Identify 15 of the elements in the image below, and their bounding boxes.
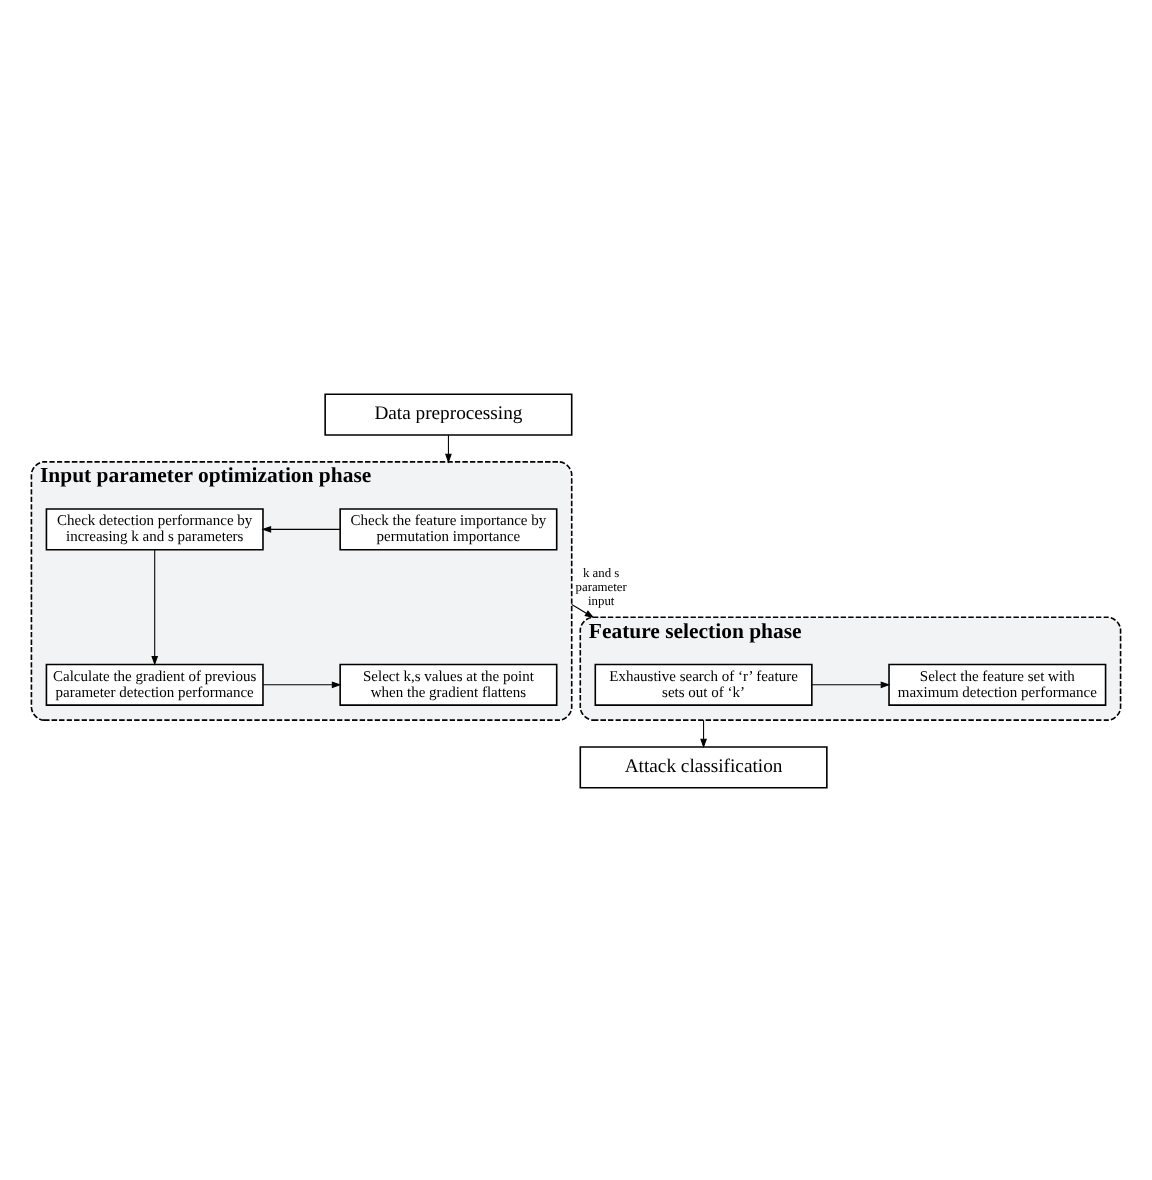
node-box: Data preprocessing [324, 392, 573, 435]
node-box: Calculate the gradient of previous parameter detection performance [45, 662, 264, 705]
node-box: Select k,s values at the point when the gradient flattens [339, 662, 558, 705]
arrow [571, 602, 595, 618]
arrow [700, 718, 707, 748]
node-box: Check detection performance by increasing k and s parameters [45, 507, 264, 550]
arrow [261, 524, 341, 532]
node-box: Check the feature importance by permutation importance [339, 507, 558, 550]
node-box: Attack classification [579, 745, 828, 788]
arrow [151, 548, 159, 665]
arrow [445, 433, 452, 463]
node-box: Select the feature set with maximum detection performance [888, 662, 1107, 705]
arrow [262, 680, 342, 688]
arrow [811, 680, 891, 688]
node-box: Exhaustive search of ‘r’ feature sets out of ‘k’ [594, 662, 813, 705]
